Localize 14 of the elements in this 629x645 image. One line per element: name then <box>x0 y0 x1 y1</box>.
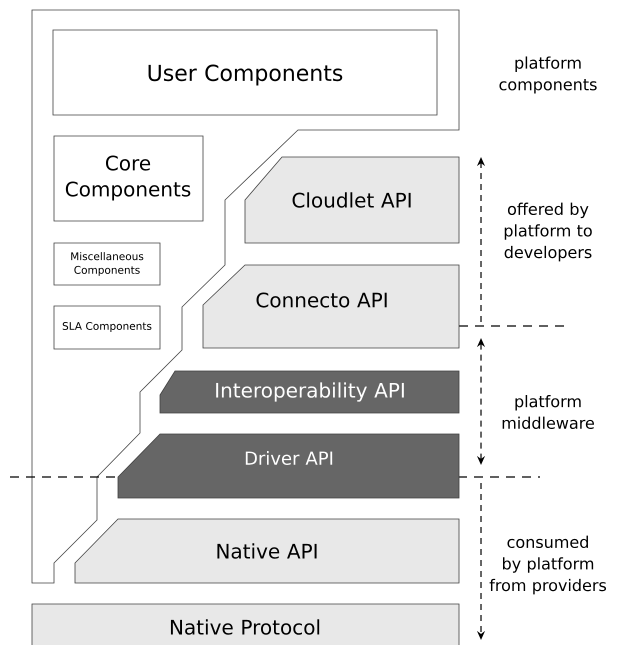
component-box: SLA Components <box>54 306 160 350</box>
side-note: platform middleware <box>502 395 594 429</box>
api-layer: Driver API <box>118 434 460 498</box>
component-box: Miscellaneous Components <box>54 242 160 286</box>
side-note: consumed by platform from providers <box>490 536 606 594</box>
side-note: platform components <box>499 56 597 94</box>
api-layer: Native API <box>74 518 460 584</box>
side-note: offered by platform to developers <box>504 202 592 262</box>
component-box: Core Components <box>54 136 204 222</box>
api-layer: Connecto API <box>202 264 460 348</box>
api-layer: Cloudlet API <box>244 156 460 244</box>
api-layer: Native Protocol <box>32 604 460 645</box>
component-box: User Components <box>52 30 438 116</box>
api-layer: Interoperability API <box>160 370 460 414</box>
